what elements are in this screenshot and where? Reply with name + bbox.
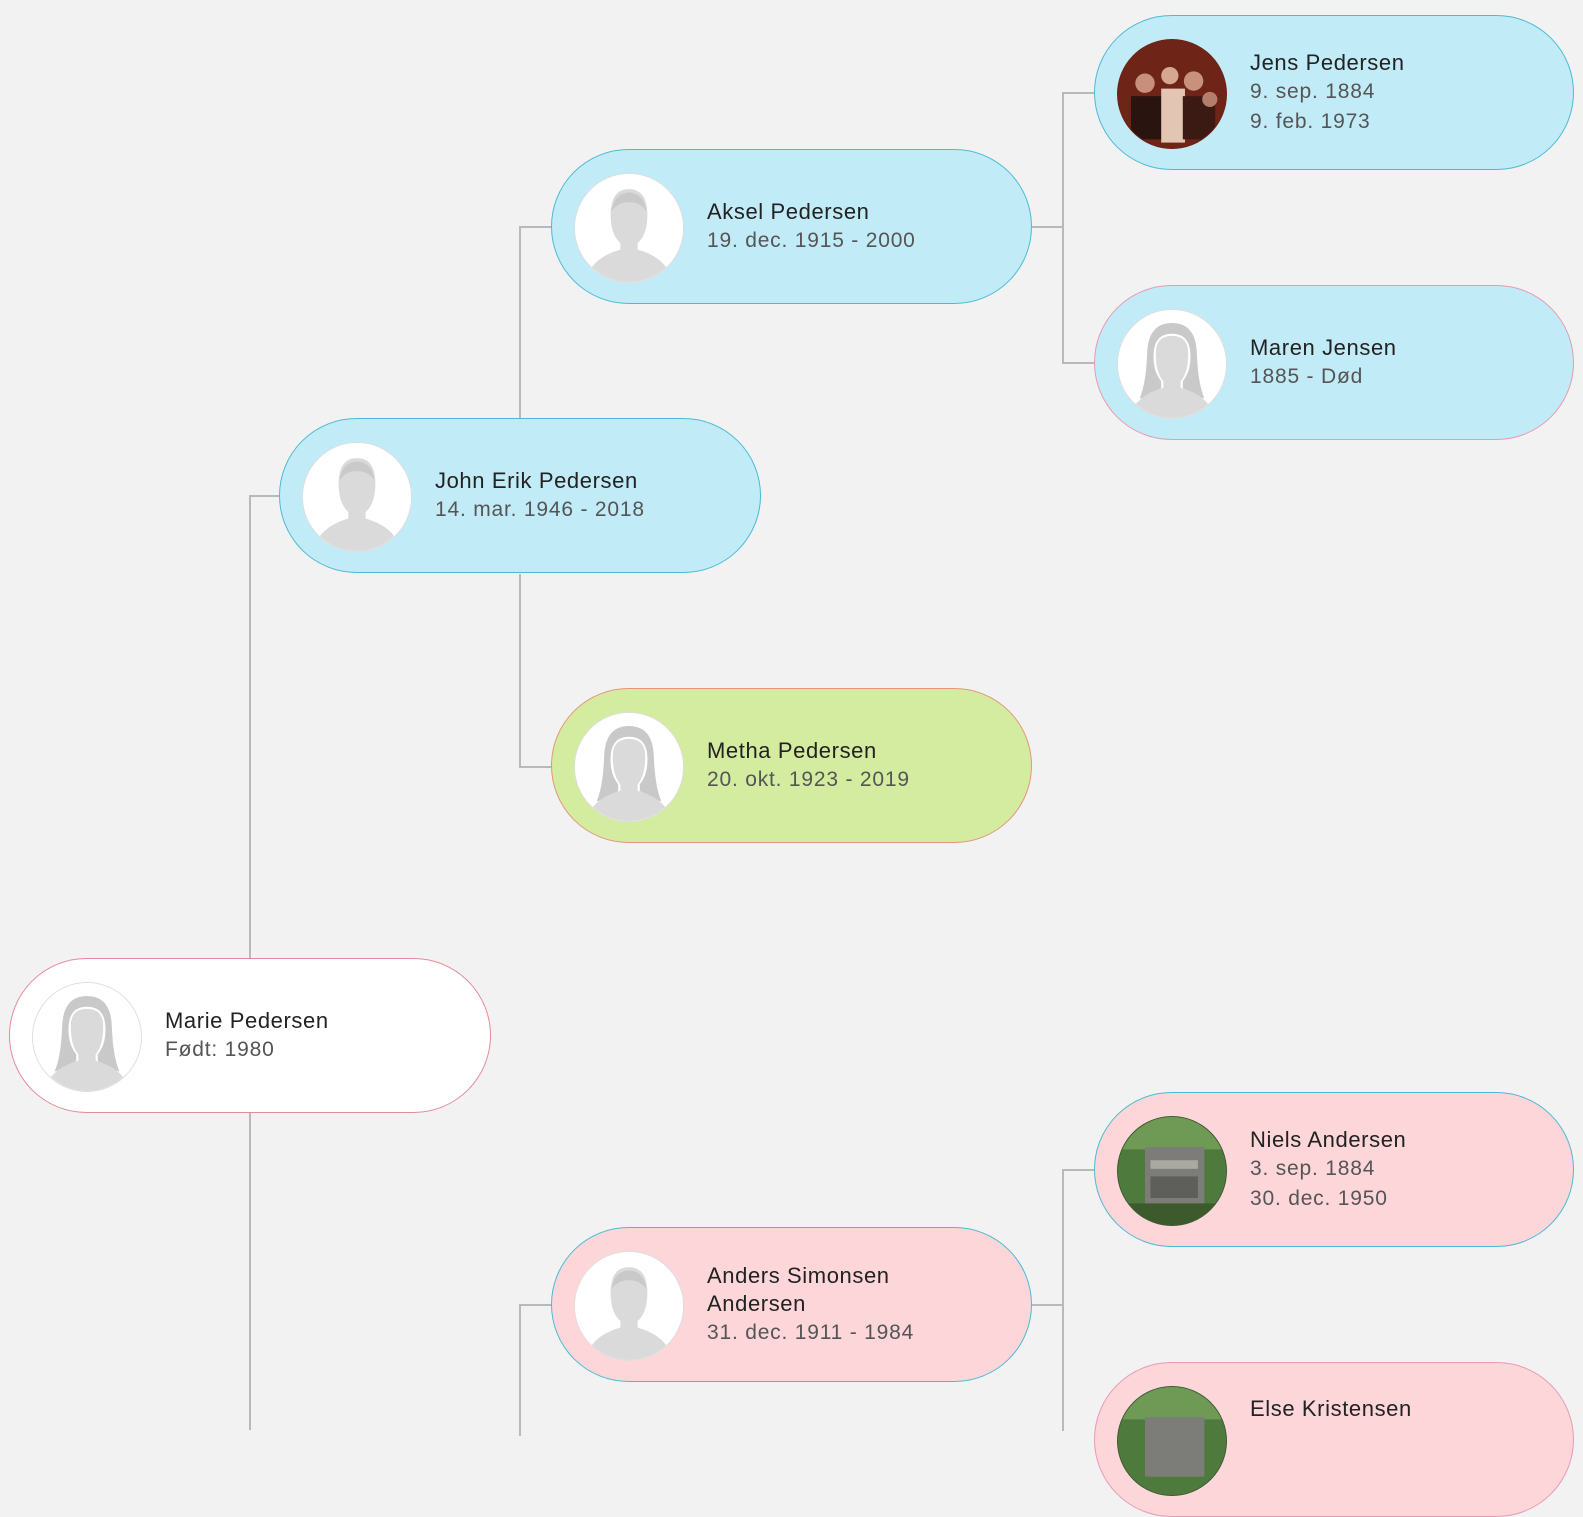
person-dates: 19. dec. 1915 - 2000: [707, 228, 916, 252]
person-photo: [1117, 1116, 1227, 1226]
person-name: Marie Pedersen: [165, 1007, 329, 1033]
connector-line: [519, 1304, 553, 1436]
male-silhouette-icon: [574, 173, 684, 283]
person-card-else-kristensen[interactable]: Else Kristensen: [1094, 1362, 1574, 1517]
person-name: Aksel Pedersen: [707, 198, 870, 224]
person-card-niels-andersen[interactable]: Niels Andersen 3. sep. 1884 30. dec. 195…: [1094, 1092, 1574, 1247]
male-silhouette-icon: [302, 442, 412, 552]
person-dates: 14. mar. 1946 - 2018: [435, 497, 645, 521]
person-name: Maren Jensen: [1250, 334, 1397, 360]
person-card-jens-pedersen[interactable]: Jens Pedersen 9. sep. 1884 9. feb. 1973: [1094, 15, 1574, 170]
female-silhouette-icon: [32, 982, 142, 1092]
person-dates: 20. okt. 1923 - 2019: [707, 767, 910, 791]
person-name: Metha Pedersen: [707, 737, 877, 763]
person-name: Jens Pedersen: [1250, 49, 1405, 75]
person-death-date: 30. dec. 1950: [1250, 1186, 1388, 1210]
connector-line: [249, 1110, 251, 1430]
person-photo: [1117, 1386, 1227, 1496]
person-dates: 31. dec. 1911 - 1984: [707, 1320, 915, 1344]
family-tree: Jens Pedersen 9. sep. 1884 9. feb. 1973 …: [9, 15, 1574, 1517]
connector-line: [249, 495, 281, 962]
person-photo: [1117, 39, 1227, 149]
connector-line: [1032, 226, 1062, 228]
connector-line: [519, 226, 553, 420]
person-death-date: 9. feb. 1973: [1250, 109, 1371, 133]
person-card-marie-pedersen[interactable]: Marie Pedersen Født: 1980: [9, 958, 491, 1113]
person-dates: 1885 - Død: [1250, 364, 1364, 388]
female-silhouette-icon: [574, 712, 684, 822]
person-birth-date: 3. sep. 1884: [1250, 1156, 1376, 1180]
male-silhouette-icon: [574, 1251, 684, 1361]
person-name: Else Kristensen: [1250, 1396, 1412, 1421]
person-card-john-erik-pedersen[interactable]: John Erik Pedersen 14. mar. 1946 - 2018: [279, 418, 761, 573]
female-silhouette-icon: [1117, 309, 1227, 419]
connector-line: [1032, 1304, 1062, 1306]
person-birth-date: 9. sep. 1884: [1250, 79, 1376, 103]
person-name: John Erik Pedersen: [435, 467, 638, 493]
person-card-aksel-pedersen[interactable]: Aksel Pedersen 19. dec. 1915 - 2000: [551, 149, 1032, 304]
person-birth-year: Født: 1980: [165, 1037, 275, 1061]
connector-line: [1062, 92, 1096, 364]
connector-line: [519, 574, 553, 768]
person-card-metha-pedersen[interactable]: Metha Pedersen 20. okt. 1923 - 2019: [551, 688, 1032, 843]
photo-icon: [1118, 1117, 1226, 1225]
person-name: Anders Simonsen Andersen: [707, 1262, 890, 1316]
connector-line: [1062, 1169, 1096, 1431]
photo-icon: [1118, 1387, 1226, 1495]
photo-icon: [1118, 40, 1226, 148]
person-card-anders-simonsen-andersen[interactable]: Anders Simonsen Andersen 31. dec. 1911 -…: [551, 1227, 1032, 1382]
person-card-maren-jensen[interactable]: Maren Jensen 1885 - Død: [1094, 285, 1574, 440]
person-name: Niels Andersen: [1250, 1126, 1407, 1152]
